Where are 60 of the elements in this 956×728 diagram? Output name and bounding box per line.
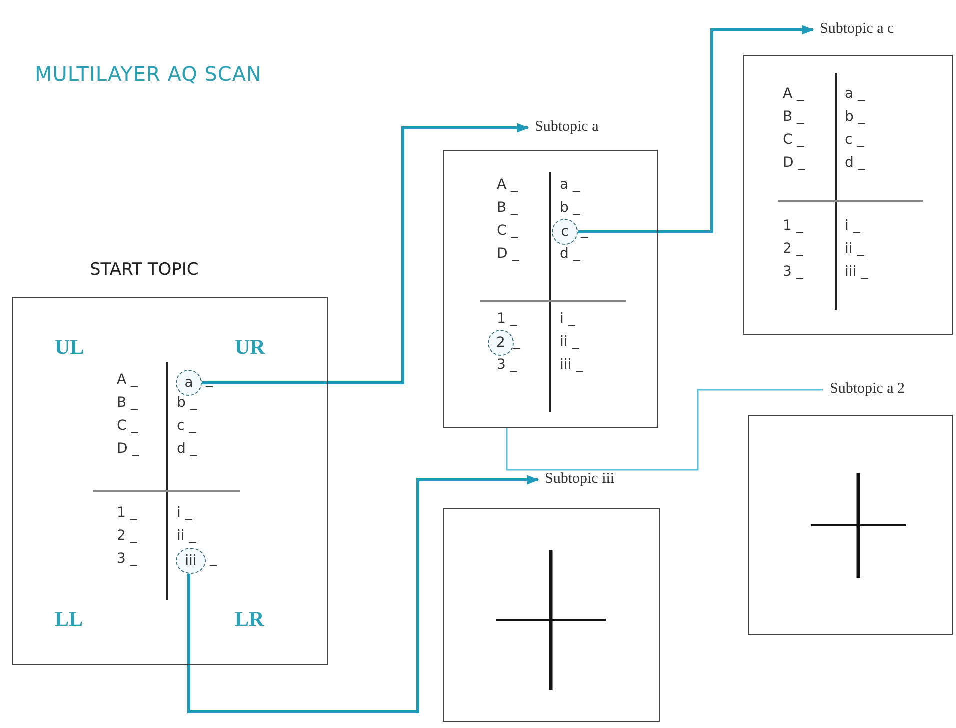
- entry-text: 1 _: [117, 505, 138, 522]
- entry-text: 2 _: [117, 528, 138, 545]
- connector-arrow: [202, 123, 530, 384]
- entry-text: B _: [497, 200, 518, 217]
- entry-text: i _: [845, 218, 860, 235]
- entry-text: D _: [497, 246, 520, 263]
- entry-text: b _: [177, 395, 198, 412]
- entry-text: 3 _: [497, 357, 518, 374]
- circled-entry: a: [176, 370, 202, 396]
- entry-text: c _: [845, 132, 864, 149]
- topic-heading: START TOPIC: [90, 260, 199, 280]
- topic-heading: Subtopic a: [535, 118, 599, 136]
- entry-text: D _: [783, 155, 806, 172]
- entry-text: d _: [560, 246, 580, 263]
- entry-text: iii _: [560, 357, 584, 374]
- entry-text: a _: [845, 86, 866, 103]
- entry-text: A _: [117, 372, 138, 389]
- entry-text: d _: [845, 155, 866, 172]
- diagram-title: MULTILAYER AQ SCAN: [35, 62, 262, 86]
- entry-text: b _: [845, 109, 866, 126]
- connector-arrow: [578, 25, 814, 234]
- entry-text: iii _: [845, 264, 868, 281]
- entry-text: _: [206, 372, 213, 389]
- entry-text: a _: [560, 177, 580, 194]
- entry-text: 2 _: [783, 241, 804, 258]
- entry-text: C _: [497, 223, 518, 240]
- entry-text: 1 _: [783, 218, 804, 235]
- entry-text: A _: [497, 177, 518, 194]
- entry-text: c _: [177, 418, 196, 435]
- topic-heading: Subtopic a c: [820, 20, 894, 38]
- entry-text: ii _: [560, 334, 580, 351]
- entry-text: 3 _: [783, 264, 804, 281]
- quadrant-label: LR: [235, 607, 264, 632]
- entry-text: ii _: [845, 241, 864, 258]
- entry-text: b _: [560, 200, 580, 217]
- entry-text: C _: [117, 418, 138, 435]
- quadrant-label: UL: [55, 335, 84, 360]
- entry-text: _: [581, 223, 588, 240]
- entry-text: B _: [117, 395, 138, 412]
- circled-entry: 2: [488, 330, 514, 356]
- entry-text: ii _: [177, 528, 196, 545]
- topic-heading: Subtopic iii: [545, 470, 615, 488]
- entry-text: _: [513, 334, 520, 351]
- quadrant-label: UR: [235, 335, 266, 360]
- entry-text: 1 _: [497, 311, 518, 328]
- connector-line: [506, 389, 823, 471]
- quadrant-label: LL: [55, 607, 84, 632]
- entry-text: C _: [783, 132, 804, 149]
- entry-text: D _: [117, 441, 140, 458]
- entry-text: d _: [177, 441, 198, 458]
- entry-text: _: [210, 551, 217, 568]
- entry-text: i _: [177, 505, 192, 522]
- topic-heading: Subtopic a 2: [830, 380, 905, 398]
- entry-text: 3 _: [117, 551, 138, 568]
- entry-text: B _: [783, 109, 804, 126]
- entry-text: A _: [783, 86, 804, 103]
- connector-arrow: [188, 475, 540, 714]
- entry-text: i _: [560, 311, 576, 328]
- circled-entry: c: [552, 219, 578, 245]
- circled-entry: iii: [176, 548, 206, 574]
